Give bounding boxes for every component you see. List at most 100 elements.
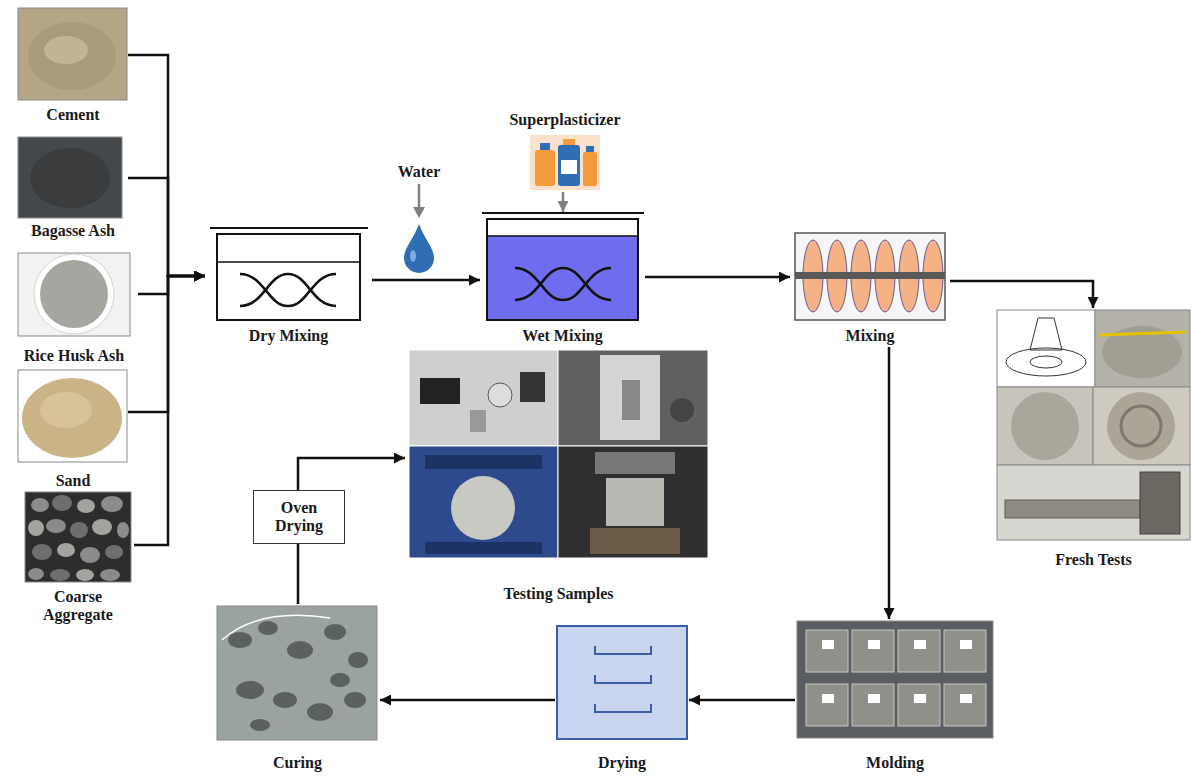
stone [31, 498, 49, 512]
drying-shelf [595, 646, 651, 654]
flow-arrow [689, 699, 795, 702]
sand-highlight [40, 392, 92, 428]
stone [57, 543, 75, 557]
mold [898, 630, 940, 672]
paper-tag [868, 694, 880, 703]
step-label: Rice Husk Ash [24, 347, 124, 365]
process-step: Fresh Tests [995, 308, 1192, 569]
cement-photo [18, 8, 127, 100]
bottle-cap [586, 146, 594, 152]
photo-frame [18, 137, 122, 218]
step-label: Testing Samples [503, 585, 613, 603]
paper-tag [822, 640, 834, 649]
press-beam [425, 455, 542, 469]
paper-tag [822, 694, 834, 703]
top-platen [595, 452, 675, 474]
drying-symbol [557, 626, 687, 739]
process-step: Cement [18, 8, 128, 124]
process-step: Bagasse Ash [18, 137, 128, 240]
base-ring-sketch [1030, 356, 1062, 368]
paper-tag [960, 640, 972, 649]
mixer-blade [240, 274, 336, 306]
rice-husk-ash-photo [18, 253, 130, 336]
molding-photo [797, 621, 993, 738]
bottom-platen [590, 528, 680, 554]
bowl [34, 254, 114, 334]
water-arrowhead [413, 207, 425, 218]
press-base [425, 542, 542, 554]
process-step: Sand [18, 370, 128, 490]
splitting-test-photo [409, 446, 558, 558]
mold [806, 630, 848, 672]
stones [28, 495, 129, 581]
step-label: Drying [598, 754, 646, 772]
ash-heap [30, 148, 110, 208]
mixer-blade [240, 274, 336, 306]
slump-sketch-frame [997, 310, 1095, 387]
container [217, 234, 360, 320]
fresh-tests-photos [997, 310, 1190, 540]
picture-area [490, 129, 640, 192]
step-label: Water [398, 163, 441, 181]
stone [28, 568, 44, 580]
bagasse-ash-photo [18, 137, 122, 218]
stone [101, 496, 123, 512]
stone [80, 547, 100, 563]
step-label: Dry Mixing [249, 327, 329, 345]
picture-area [795, 619, 995, 754]
step-label: Fresh Tests [1055, 551, 1132, 569]
water-arrow [418, 184, 421, 208]
process-step: Superplasticizer [490, 111, 640, 192]
photo-frame [18, 8, 127, 100]
cube-specimen [606, 478, 664, 526]
picture-area [22, 492, 134, 588]
mixer-blade [515, 268, 611, 300]
stone [77, 499, 95, 513]
step-label: Oven Drying [258, 499, 340, 535]
specimen [228, 632, 252, 648]
flow-arrow [950, 281, 1093, 308]
specimen [348, 652, 368, 668]
machine-piston [622, 380, 640, 420]
powder-heap [28, 22, 116, 90]
stone [105, 545, 123, 559]
icon-ground [530, 135, 600, 190]
process-step: Water [389, 163, 449, 272]
specimen [258, 621, 278, 635]
mold [898, 684, 940, 726]
flow-arrow [134, 276, 205, 545]
container-rim [210, 227, 368, 229]
flow-arrow [888, 347, 891, 619]
j-ring-photo [1093, 387, 1190, 465]
process-step: Wet Mixing [480, 212, 645, 345]
ash [40, 260, 108, 328]
stone [46, 519, 66, 533]
picture-area [555, 624, 689, 754]
flow-arrow [645, 276, 790, 279]
j-ring [1121, 406, 1161, 446]
superplasticizer-icon [530, 135, 600, 190]
process-step: Curing [215, 604, 380, 772]
wet-mixer-symbol [482, 213, 644, 320]
photo-frame [25, 492, 131, 582]
step-label: Mixing [846, 327, 895, 345]
slump-cone-sketch [1030, 318, 1062, 350]
bottle-cap [563, 139, 575, 146]
sand-photo [18, 370, 127, 462]
flow-arrow [138, 276, 205, 294]
screw-mixer-symbol [795, 233, 945, 320]
paper-tag [914, 640, 926, 649]
picture-area [790, 228, 950, 327]
fill-level [217, 261, 360, 263]
container [487, 219, 638, 320]
process-box: Oven Drying [253, 490, 345, 544]
step-label: Wet Mixing [522, 327, 602, 345]
flow-arrow [128, 276, 205, 412]
process-step: Coarse Aggregate [22, 492, 134, 624]
stone [32, 544, 52, 560]
bottle [558, 145, 580, 186]
stone [28, 520, 44, 536]
stone [50, 569, 70, 581]
picture-area [480, 212, 645, 327]
